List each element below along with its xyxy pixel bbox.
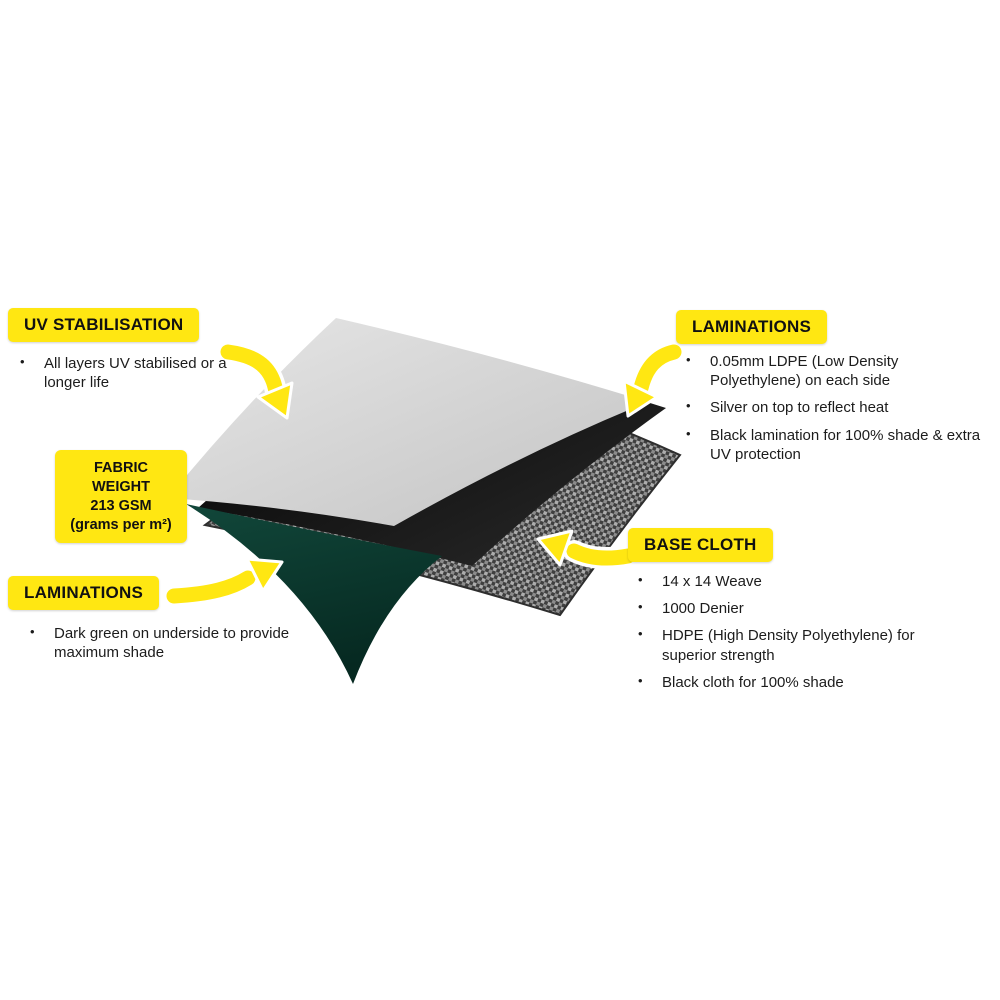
list-item: • Dark green on underside to provide max… xyxy=(22,624,312,662)
bullet-icon: • xyxy=(638,672,643,688)
arrow-uv-stabilisation xyxy=(217,341,294,420)
list-item: • 0.05mm LDPE (Low Density Polyethylene)… xyxy=(678,352,986,390)
list-item: • 1000 Denier xyxy=(630,599,940,618)
base-cloth-bullets: • 14 x 14 Weave • 1000 Denier • HDPE (Hi… xyxy=(630,572,940,700)
bullet-text: HDPE (High Density Polyethylene) for sup… xyxy=(662,627,915,664)
bullet-text: All layers UV stabilised or a longer lif… xyxy=(44,355,227,392)
bullet-icon: • xyxy=(20,354,25,369)
label-laminations-right: LAMINATIONS xyxy=(676,310,827,344)
fabric-weight-line: (grams per m²) xyxy=(70,516,172,533)
list-item: • HDPE (High Density Polyethylene) for s… xyxy=(630,626,940,664)
bullet-text: 0.05mm LDPE (Low Density Polyethylene) o… xyxy=(710,353,899,390)
bullet-text: Black lamination for 100% shade & extra … xyxy=(710,426,981,463)
bullet-icon: • xyxy=(638,599,643,615)
arrow-laminations-left xyxy=(163,557,284,607)
bullet-icon: • xyxy=(638,572,643,587)
bullet-icon: • xyxy=(686,425,691,441)
bullet-text: Silver on top to reflect heat xyxy=(710,399,889,417)
bullet-icon: • xyxy=(686,398,691,414)
laminations-right-bullets: • 0.05mm LDPE (Low Density Polyethylene)… xyxy=(678,352,986,472)
bullet-icon: • xyxy=(638,626,643,642)
label-fabric-weight: FABRIC WEIGHT 213 GSM (grams per m²) xyxy=(55,450,187,544)
uv-stabilisation-bullets: • All layers UV stabilised or a longer l… xyxy=(12,354,254,400)
list-item: • 14 x 14 Weave xyxy=(630,572,940,591)
bullet-icon: • xyxy=(30,624,35,639)
laminations-left-bullets: • Dark green on underside to provide max… xyxy=(22,624,312,670)
bullet-icon: • xyxy=(686,352,691,367)
label-uv-stabilisation: UV STABILISATION xyxy=(8,308,200,342)
fabric-weight-line: 213 GSM xyxy=(90,497,152,514)
bullet-text: Dark green on underside to provide maxim… xyxy=(54,625,290,662)
bullet-text: Black cloth for 100% shade xyxy=(662,673,844,691)
arrow-base-cloth xyxy=(536,529,639,570)
bullet-text: 14 x 14 Weave xyxy=(662,573,762,590)
list-item: • Silver on top to reflect heat xyxy=(678,398,986,417)
label-base-cloth: BASE CLOTH xyxy=(628,528,773,562)
list-item: • Black lamination for 100% shade & extr… xyxy=(678,426,986,464)
bullet-text: 1000 Denier xyxy=(662,600,744,618)
list-item: • Black cloth for 100% shade xyxy=(630,673,940,692)
label-laminations-left: LAMINATIONS xyxy=(8,576,159,610)
arrow-laminations-right xyxy=(622,341,685,418)
green-underside-layer-shape xyxy=(186,504,442,684)
fabric-weight-line: FABRIC WEIGHT xyxy=(92,460,150,495)
list-item: • All layers UV stabilised or a longer l… xyxy=(12,354,254,392)
silver-lamination-layer-shape xyxy=(168,318,648,526)
